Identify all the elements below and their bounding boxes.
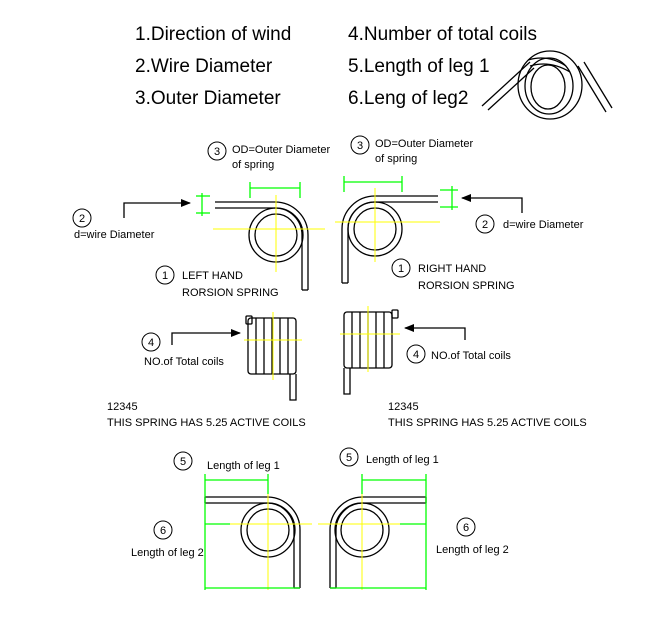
right-hand-label: RIGHT HAND xyxy=(418,263,486,275)
svg-text:6: 6 xyxy=(463,522,469,534)
leg1-label-left: Length of leg 1 xyxy=(207,460,280,472)
leg2-label-right: Length of leg 2 xyxy=(436,544,509,556)
marker-3-left xyxy=(207,141,227,161)
od-label-right-2: of spring xyxy=(375,153,417,165)
marker-4-left xyxy=(141,332,161,352)
marker-3-right xyxy=(350,135,370,155)
right-coil-side-view xyxy=(340,306,466,395)
total-coils-label-right: NO.of Total coils xyxy=(431,350,511,362)
legend-item-6: 6.Leng of leg2 xyxy=(348,88,468,109)
left-leg-view xyxy=(204,474,312,590)
legend-item-5: 5.Length of leg 1 xyxy=(348,56,490,77)
od-label-right: OD=Outer Diameter xyxy=(375,138,473,150)
leg1-label-right: Length of leg 1 xyxy=(366,454,439,466)
svg-text:2: 2 xyxy=(79,213,85,225)
marker-1-right xyxy=(391,258,411,278)
svg-text:1: 1 xyxy=(398,263,404,275)
marker-1-left xyxy=(155,265,175,285)
spring-3d-illustration xyxy=(481,50,613,120)
marker-6-right xyxy=(456,517,476,537)
right-hand-spring xyxy=(335,176,523,284)
legend-item-1: 1.Direction of wind xyxy=(135,24,291,45)
legend-item-4: 4.Number of total coils xyxy=(348,24,537,45)
legend-item-2: 2.Wire Diameter xyxy=(135,56,273,77)
coil-count-left: 12345 xyxy=(107,401,138,413)
active-coils-note-right: THIS SPRING HAS 5.25 ACTIVE COILS xyxy=(388,417,587,429)
svg-text:6: 6 xyxy=(160,525,166,537)
svg-text:5: 5 xyxy=(346,452,352,464)
marker-2-right xyxy=(475,214,495,234)
right-hand-label-2: RORSION SPRING xyxy=(418,280,515,292)
od-label-left-2: of spring xyxy=(232,159,274,171)
left-hand-label: LEFT HAND xyxy=(182,270,243,282)
marker-6-left xyxy=(153,520,173,540)
svg-text:3: 3 xyxy=(357,140,363,152)
legend-item-3: 3.Outer Diameter xyxy=(135,88,281,109)
svg-text:5: 5 xyxy=(180,456,186,468)
svg-text:1: 1 xyxy=(162,270,168,282)
marker-4-right xyxy=(406,344,426,364)
svg-text:3: 3 xyxy=(214,146,220,158)
wire-diameter-label-right: d=wire Diameter xyxy=(503,219,584,231)
left-hand-label-2: RORSION SPRING xyxy=(182,287,279,299)
svg-text:2: 2 xyxy=(482,219,488,231)
leg2-label-left: Length of leg 2 xyxy=(131,547,204,559)
od-label-left: OD=Outer Diameter xyxy=(232,144,330,156)
marker-5-right xyxy=(339,447,359,467)
wire-diameter-label-left: d=wire Diameter xyxy=(74,229,155,241)
total-coils-label-left: NO.of Total coils xyxy=(144,356,224,368)
active-coils-note-left: THIS SPRING HAS 5.25 ACTIVE COILS xyxy=(107,417,306,429)
legend: 1.Direction of wind 2.Wire Diameter 3.Ou… xyxy=(135,24,537,109)
svg-text:4: 4 xyxy=(148,337,154,349)
right-leg-view xyxy=(318,474,427,590)
left-hand-spring xyxy=(123,182,325,291)
left-coil-side-view xyxy=(171,312,302,401)
svg-text:4: 4 xyxy=(413,349,419,361)
marker-5-left xyxy=(173,451,193,471)
coil-count-right: 12345 xyxy=(388,401,419,413)
marker-2-left xyxy=(72,208,92,228)
